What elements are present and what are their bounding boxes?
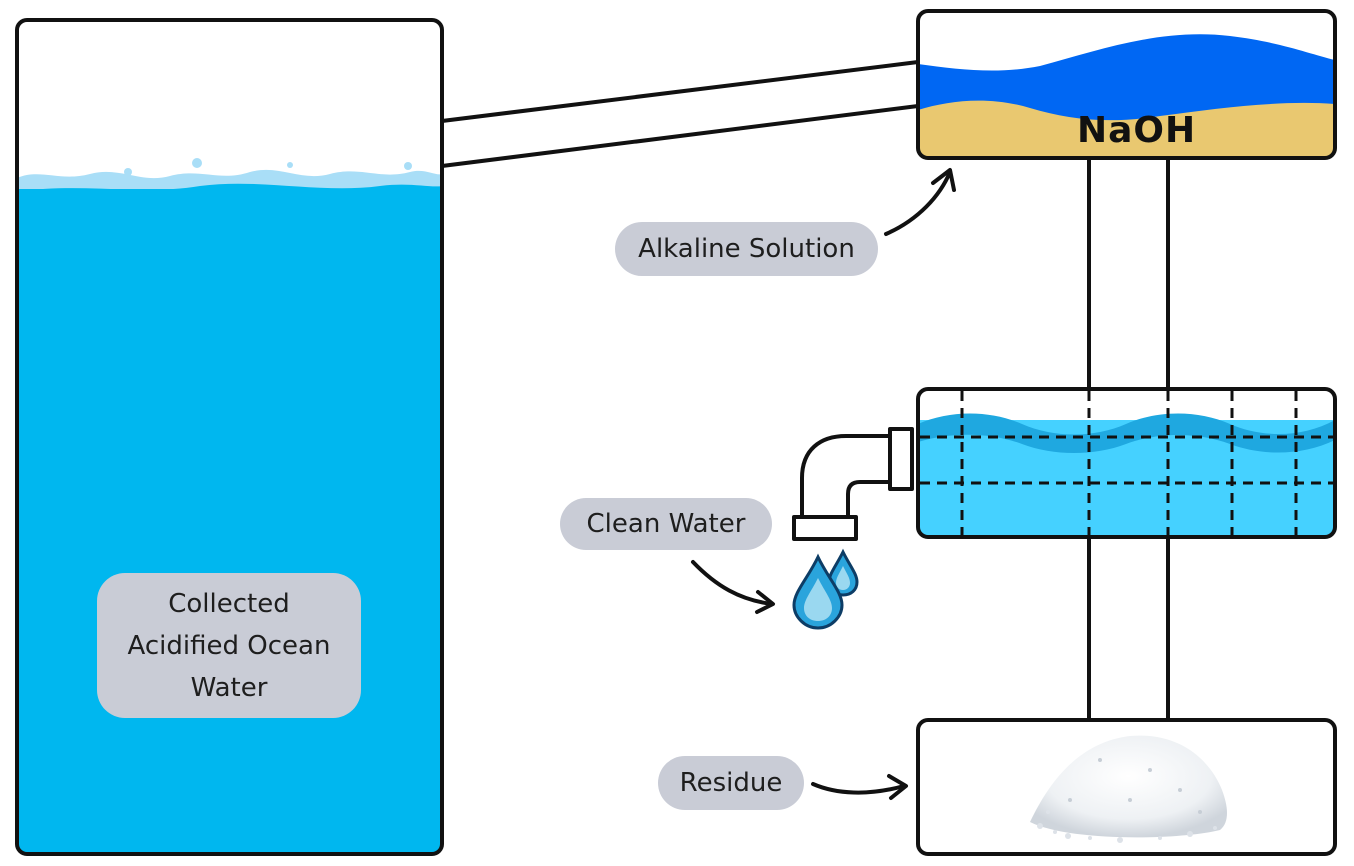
residue-arrow — [811, 782, 906, 795]
sand-layer — [918, 100, 1335, 158]
faucet-icon — [792, 427, 914, 541]
clean-water-arrow — [691, 560, 774, 606]
collected-water-label: Collected Acidified Ocean Water — [97, 573, 361, 718]
residue-tank — [916, 718, 1337, 856]
collected-line-3: Water — [190, 672, 268, 703]
alkaline-arrowhead — [931, 168, 956, 192]
ocean-water-tank — [15, 18, 444, 856]
alkaline-solution-text: Alkaline Solution — [638, 234, 855, 264]
filter-tank — [916, 387, 1337, 539]
arrows — [691, 168, 956, 800]
inlet-pipe — [441, 60, 919, 168]
clean-water-text: Clean Water — [586, 509, 746, 539]
naoh-label: NaOH — [1077, 110, 1197, 151]
alkaline-solution-label: Alkaline Solution — [615, 222, 878, 276]
clean-water-arrowhead — [755, 590, 775, 614]
salt-pile-icon — [1030, 735, 1227, 843]
filter-grid — [920, 391, 1333, 535]
water-droplets-icon — [792, 548, 859, 630]
residue-arrowhead — [887, 774, 908, 800]
alkaline-solution-tank — [916, 9, 1337, 160]
clean-water-label: Clean Water — [560, 498, 772, 550]
alkaline-arrow — [884, 170, 952, 236]
residue-label: Residue — [658, 756, 804, 810]
collected-line-1: Collected — [168, 588, 290, 619]
residue-text: Residue — [679, 768, 783, 798]
collected-line-2: Acidified Ocean — [127, 630, 331, 661]
